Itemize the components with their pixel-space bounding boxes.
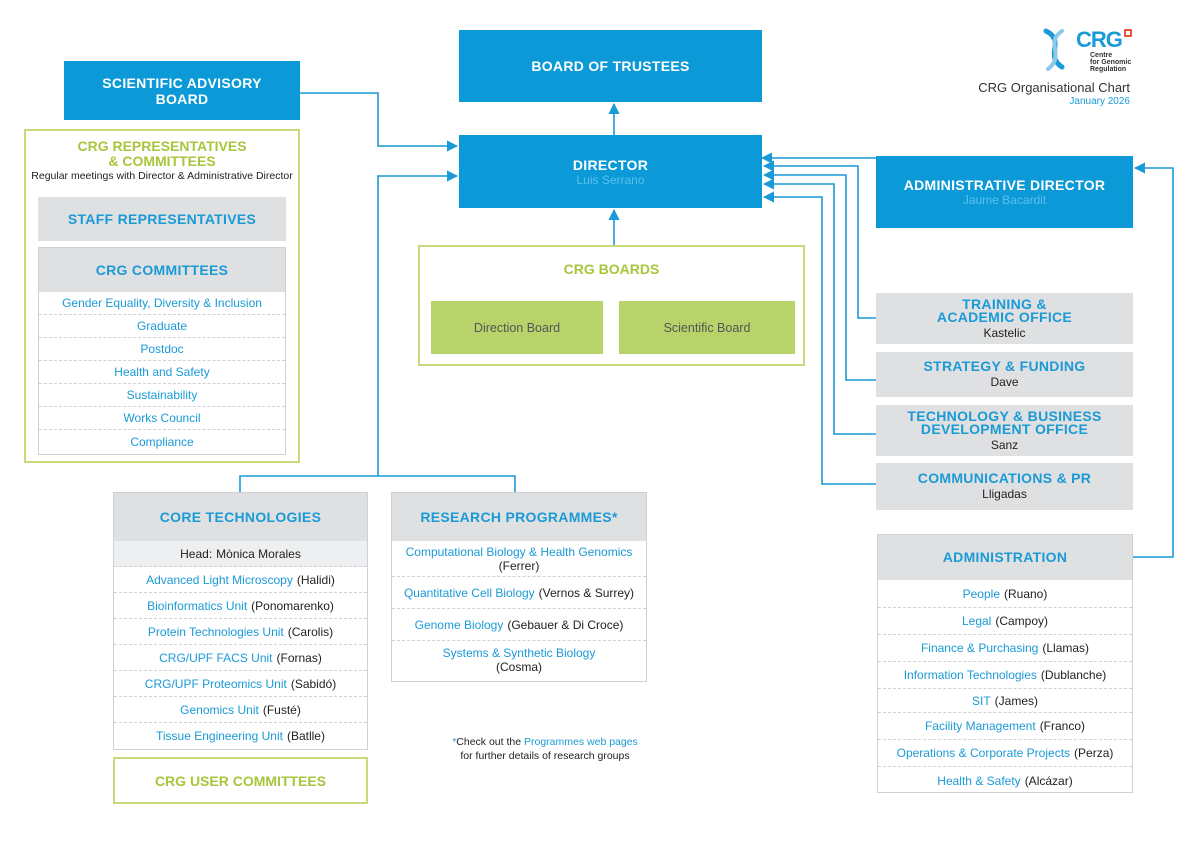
administration-header: ADMINISTRATION: [878, 535, 1132, 580]
director-box: DIRECTOR Luis Serrano: [459, 135, 762, 208]
core-unit-row[interactable]: Genomics Unit(Fusté): [114, 697, 367, 723]
programme-row[interactable]: Computational Biology & Health Genomics(…: [392, 541, 646, 577]
crg-committees-panel: CRG COMMITTEES Gender Equality, Diversit…: [38, 247, 286, 455]
representatives-panel: CRG REPRESENTATIVES & COMMITTEES Regular…: [24, 129, 300, 463]
research-programmes-panel: RESEARCH PROGRAMMES* Computational Biolo…: [391, 492, 647, 682]
administrative-director-box: ADMINISTRATIVE DIRECTOR Jaume Bacardit: [876, 156, 1133, 228]
committee-item[interactable]: Compliance: [130, 434, 194, 449]
programme-row[interactable]: Quantitative Cell Biology(Vernos & Surre…: [392, 577, 646, 609]
committee-item[interactable]: Health and Safety: [39, 361, 285, 384]
technology-business-development-box: TECHNOLOGY & BUSINESS DEVELOPMENT OFFICE…: [876, 405, 1133, 456]
research-footnote: *Check out the Programmes web pages for …: [452, 736, 638, 762]
programme-row[interactable]: Genome Biology(Gebauer & Di Croce): [392, 609, 646, 641]
user-committees-title: CRG USER COMMITTEES: [154, 772, 327, 789]
office-head: Sanz: [990, 437, 1019, 452]
core-unit-row[interactable]: CRG/UPF FACS Unit(Fornas): [114, 645, 367, 671]
logo-accent-icon: [1124, 29, 1132, 37]
scientific-advisory-board-box: SCIENTIFIC ADVISORY BOARD: [64, 61, 300, 120]
office-head: Dave: [990, 375, 1019, 389]
chart-date: January 2026: [1069, 96, 1130, 107]
administration-item[interactable]: Information Technologies(Dublanche): [878, 662, 1132, 689]
crg-logo: CRG Centre for Genomic Regulation: [1040, 27, 1140, 77]
director-title: DIRECTOR: [572, 156, 649, 173]
board-of-trustees-title: BOARD OF TRUSTEES: [531, 58, 690, 74]
crg-committees-title: CRG COMMITTEES: [95, 261, 229, 278]
administration-item[interactable]: Operations & Corporate Projects(Perza): [878, 740, 1132, 767]
administration-title: ADMINISTRATION: [942, 549, 1068, 565]
director-name: Luis Serrano: [576, 172, 645, 187]
logo-subtitle: Centre for Genomic Regulation: [1090, 52, 1132, 73]
crg-boards-title: CRG BOARDS: [563, 261, 660, 277]
chart-title: CRG Organisational Chart: [978, 80, 1130, 95]
core-technologies-title: CORE TECHNOLOGIES: [159, 508, 322, 525]
administration-item[interactable]: Health & Safety(Alcázar): [937, 773, 1073, 788]
strategy-funding-box: STRATEGY & FUNDING Dave: [876, 352, 1133, 397]
user-committees-box: CRG USER COMMITTEES: [113, 757, 368, 804]
administration-item[interactable]: People(Ruano): [878, 580, 1132, 608]
core-unit-row[interactable]: Tissue Engineering Unit(Batlle): [156, 729, 325, 743]
committee-item[interactable]: Graduate: [39, 315, 285, 338]
core-technologies-header: CORE TECHNOLOGIES: [114, 493, 367, 541]
office-head: Kastelic: [983, 325, 1026, 340]
crg-boards-panel: CRG BOARDS Direction Board Scientific Bo…: [418, 245, 805, 366]
core-head-row: Head: Mònica Morales: [114, 541, 367, 567]
core-unit-row[interactable]: Advanced Light Microscopy(Halidi): [114, 567, 367, 593]
administration-item[interactable]: Facility Management(Franco): [878, 713, 1132, 740]
direction-board-box: Direction Board: [431, 301, 603, 354]
office-head: Lligadas: [982, 487, 1027, 501]
core-unit-row[interactable]: Protein Technologies Unit(Carolis): [114, 619, 367, 645]
administration-item[interactable]: Legal(Campoy): [878, 608, 1132, 635]
core-technologies-panel: CORE TECHNOLOGIES Head: Mònica Morales A…: [113, 492, 368, 750]
administrative-director-name: Jaume Bacardit: [962, 193, 1047, 207]
staff-representatives-box: STAFF REPRESENTATIVES: [38, 197, 286, 241]
crg-committees-header: CRG COMMITTEES: [39, 248, 285, 292]
core-unit-row[interactable]: CRG/UPF Proteomics Unit(Sabidó): [114, 671, 367, 697]
committee-item[interactable]: Works Council: [39, 407, 285, 430]
research-programmes-header: RESEARCH PROGRAMMES*: [392, 493, 646, 541]
board-of-trustees-box: BOARD OF TRUSTEES: [459, 30, 762, 102]
communications-pr-box: COMMUNICATIONS & PR Lligadas: [876, 463, 1133, 510]
administration-item[interactable]: SIT(James): [878, 689, 1132, 713]
scientific-board-box: Scientific Board: [619, 301, 795, 354]
committee-item[interactable]: Postdoc: [39, 338, 285, 361]
dna-logo-icon: [1043, 28, 1065, 71]
administration-panel: ADMINISTRATION People(Ruano) Legal(Campo…: [877, 534, 1133, 793]
logo-text: CRG: [1076, 27, 1123, 52]
committee-item[interactable]: Sustainability: [39, 384, 285, 407]
administration-item[interactable]: Finance & Purchasing(Llamas): [878, 635, 1132, 662]
training-academic-office-box: TRAINING & ACADEMIC OFFICE Kastelic: [876, 293, 1133, 344]
committee-item[interactable]: Gender Equality, Diversity & Inclusion: [39, 292, 285, 315]
staff-representatives-title: STAFF REPRESENTATIVES: [67, 210, 257, 227]
administrative-director-title: ADMINISTRATIVE DIRECTOR: [903, 177, 1106, 193]
programme-row[interactable]: Systems & Synthetic Biology(Cosma): [442, 646, 596, 674]
core-unit-row[interactable]: Bioinformatics Unit(Ponomarenko): [114, 593, 367, 619]
programmes-web-pages-link[interactable]: Programmes web pages: [524, 736, 638, 748]
representatives-subtitle: Regular meetings with Director & Adminis…: [31, 170, 293, 182]
representatives-title: CRG REPRESENTATIVES & COMMITTEES: [77, 138, 247, 169]
research-programmes-title: RESEARCH PROGRAMMES*: [420, 508, 618, 525]
scientific-advisory-board-title: SCIENTIFIC ADVISORY BOARD: [102, 74, 262, 107]
